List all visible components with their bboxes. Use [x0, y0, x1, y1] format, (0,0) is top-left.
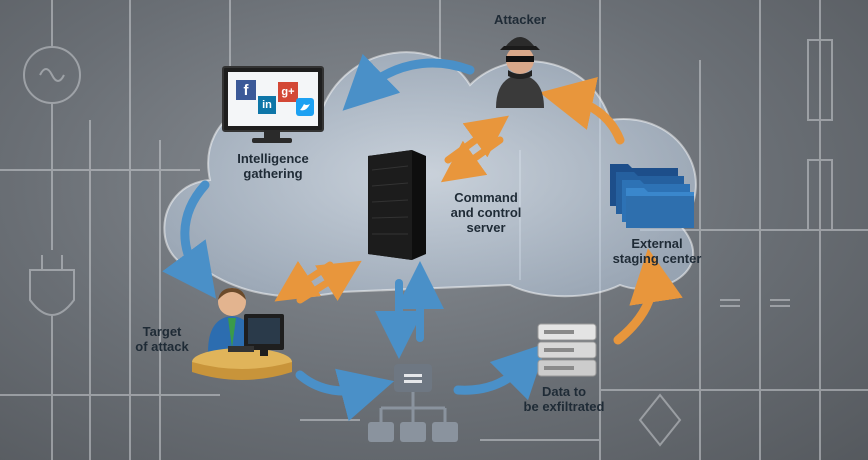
attacker-label: Attacker — [493, 12, 547, 27]
arrow-target-to-cc — [296, 260, 362, 304]
folders-icon — [610, 160, 694, 230]
social-monitor-icon: f in g+ — [222, 66, 324, 146]
server-icon — [360, 150, 432, 260]
arrow-network-to-data — [453, 342, 548, 401]
facebook-icon: f — [236, 80, 256, 100]
network-hierarchy-icon — [368, 362, 458, 446]
arrow-target-to-network — [295, 368, 395, 421]
arrow-attacker-to-cc — [440, 136, 504, 183]
target-person-icon — [188, 282, 296, 392]
google-plus-icon: g+ — [278, 82, 298, 102]
database-icon — [536, 322, 598, 378]
attacker-icon — [492, 30, 548, 110]
arrow-attacker-to-intel — [342, 53, 475, 111]
twitter-icon — [296, 98, 314, 116]
arrow-intel-to-target — [162, 180, 217, 299]
arrow-staging-to-attacker — [539, 77, 625, 145]
arrow-data-to-staging — [613, 248, 683, 345]
linkedin-icon: in — [258, 96, 276, 114]
arrow-cc-to-attacker — [444, 115, 509, 164]
